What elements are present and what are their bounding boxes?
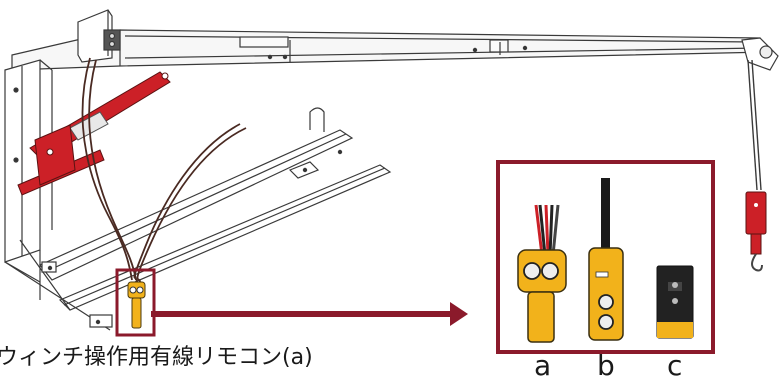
pendant-highlight-box: [115, 268, 156, 337]
hydraulic-ram: [17, 71, 171, 196]
variant-label-b: b: [597, 349, 615, 382]
pendant-variant-b: [588, 178, 624, 341]
hook-block: [745, 191, 767, 272]
crane-boom: [11, 29, 772, 71]
callout-arrow: [151, 302, 468, 326]
pendant-variant-a: [517, 204, 567, 343]
remote-cable: [81, 57, 247, 283]
base-frame: [4, 107, 392, 331]
figure-caption: ウィンチ操作用有線リモコン(a): [0, 345, 313, 370]
pendant-installed: [127, 281, 146, 329]
boom-tip-pulley: [741, 37, 779, 191]
variant-label-a: a: [534, 349, 552, 382]
winch-housing: [77, 9, 121, 63]
variant-label-c: c: [667, 349, 683, 382]
remote-variant-c: [656, 265, 694, 339]
